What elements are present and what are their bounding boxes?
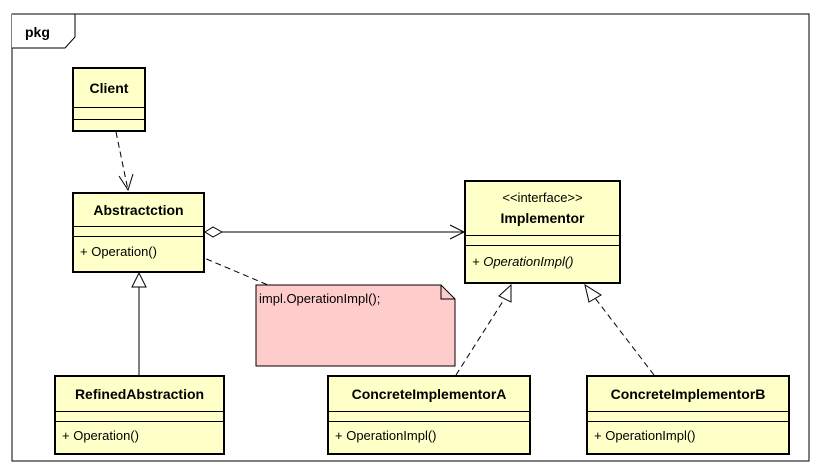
realization-b-triangle xyxy=(584,283,602,303)
class-implementor-operations: + OperationImpl() xyxy=(466,246,619,282)
aggregation-diamond xyxy=(204,226,224,238)
class-refined-operation: + Operation() xyxy=(62,428,139,443)
class-concrete-a-operations: + OperationImpl() xyxy=(329,422,529,453)
class-abstraction-operations: + Operation() xyxy=(74,237,203,271)
class-abstraction-name: Abstractction xyxy=(74,194,203,227)
package-frame xyxy=(11,13,810,462)
realization-b-line xyxy=(594,297,655,376)
class-refined-attributes xyxy=(56,412,223,422)
class-refined-operations: + Operation() xyxy=(56,422,223,453)
class-client-name: Client xyxy=(74,69,144,108)
class-refined-abstraction[interactable]: RefinedAbstraction + Operation() xyxy=(54,375,225,455)
class-client-attributes xyxy=(74,108,144,120)
class-implementor-stereotype: <<interface>> xyxy=(502,190,583,205)
realization-a-triangle xyxy=(498,283,512,303)
class-concrete-b-operation: + OperationImpl() xyxy=(594,428,696,443)
class-concrete-implementor-a[interactable]: ConcreteImplementorA + OperationImpl() xyxy=(327,375,531,455)
class-concrete-a-operation: + OperationImpl() xyxy=(335,428,437,443)
class-client-operations xyxy=(74,120,144,130)
class-implementor-header: <<interface>> Implementor xyxy=(466,182,619,236)
class-implementor[interactable]: <<interface>> Implementor + OperationImp… xyxy=(464,180,621,284)
class-refined-name: RefinedAbstraction xyxy=(56,377,223,412)
generalization-triangle xyxy=(131,271,147,288)
package-label: pkg xyxy=(25,24,50,40)
note-text: impl.OperationImpl(); xyxy=(259,291,380,306)
class-implementor-attributes xyxy=(466,236,619,246)
class-client[interactable]: Client xyxy=(72,67,146,132)
class-abstraction-attributes xyxy=(74,227,203,237)
realization-a-line xyxy=(455,297,506,376)
class-implementor-operation: + OperationImpl() xyxy=(472,254,574,269)
class-abstraction-operation: + Operation() xyxy=(80,244,157,259)
class-abstraction[interactable]: Abstractction + Operation() xyxy=(72,192,205,273)
client-dependency-arrowhead xyxy=(118,173,134,192)
package-tab xyxy=(12,13,76,49)
class-implementor-name: Implementor xyxy=(500,210,585,226)
note-fold xyxy=(440,285,455,300)
class-concrete-b-name: ConcreteImplementorB xyxy=(588,377,788,412)
note-anchor-line xyxy=(196,254,269,286)
class-concrete-a-attributes xyxy=(329,412,529,422)
class-concrete-implementor-b[interactable]: ConcreteImplementorB + OperationImpl() xyxy=(586,375,790,455)
class-concrete-b-attributes xyxy=(588,412,788,422)
class-concrete-b-operations: + OperationImpl() xyxy=(588,422,788,453)
note-box xyxy=(255,284,456,367)
class-concrete-a-name: ConcreteImplementorA xyxy=(329,377,529,412)
